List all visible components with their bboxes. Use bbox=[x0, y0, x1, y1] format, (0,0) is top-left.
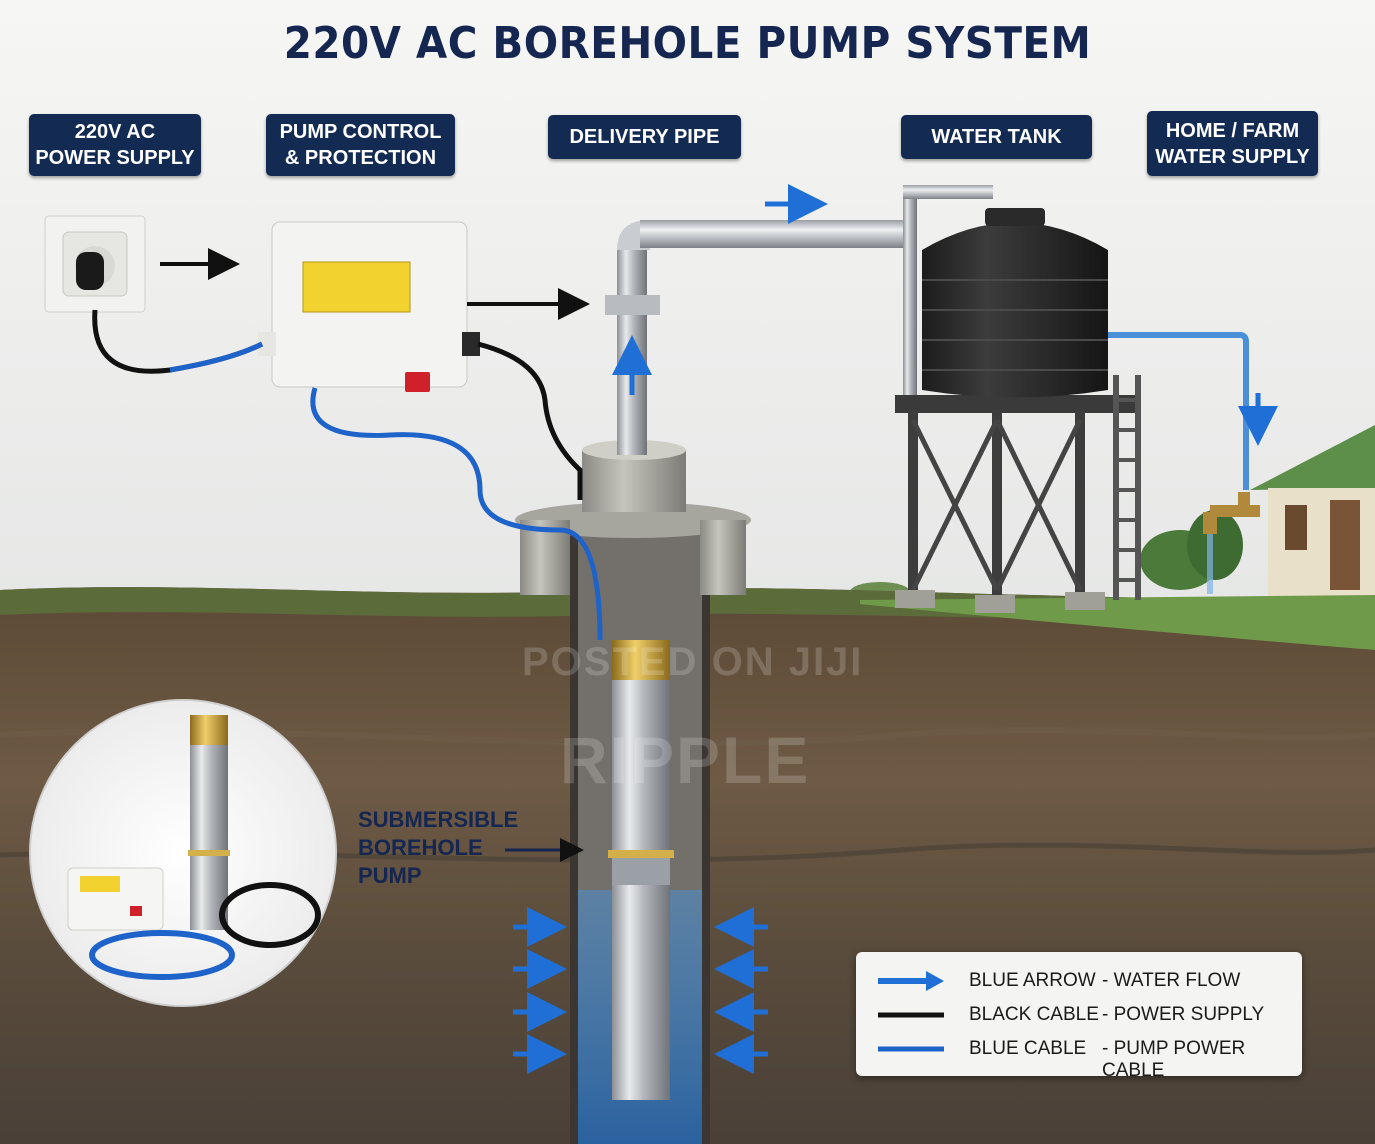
pump-callout: SUBMERSIBLE BOREHOLE PUMP bbox=[358, 806, 518, 890]
diagram-title: 220V AC BOREHOLE PUMP SYSTEM bbox=[283, 18, 1092, 69]
label-power-supply: 220V AC POWER SUPPLY bbox=[29, 114, 201, 176]
label-home-farm-line-1: HOME / FARM bbox=[1165, 119, 1300, 142]
label-water-tank-line-1: WATER TANK bbox=[931, 126, 1062, 148]
label-water-tank: WATER TANK bbox=[901, 115, 1092, 159]
pump-callout-line-1: SUBMERSIBLE bbox=[358, 807, 519, 832]
label-power-supply-line-2: POWER SUPPLY bbox=[35, 147, 195, 169]
blue-line-icon bbox=[878, 1046, 944, 1052]
label-delivery-pipe-line-1: DELIVERY PIPE bbox=[569, 126, 720, 148]
water-tank bbox=[922, 208, 1108, 398]
legend-row-pump-power-cable: BLUE CABLE - PUMP POWER CABLE bbox=[856, 1034, 1302, 1081]
pump-power-cable bbox=[310, 387, 603, 641]
label-home-farm: HOME / FARM WATER SUPPLY bbox=[1147, 111, 1318, 176]
product-inset bbox=[29, 699, 337, 1007]
wall-socket bbox=[44, 215, 146, 313]
legend-key-blue-arrow: BLUE ARROW bbox=[969, 970, 1096, 991]
black-line-icon bbox=[878, 1012, 944, 1018]
label-delivery-pipe: DELIVERY PIPE bbox=[548, 115, 741, 159]
tap bbox=[1203, 492, 1260, 594]
box-to-well-black-cable bbox=[477, 341, 583, 500]
label-home-farm-line-2: WATER SUPPLY bbox=[1155, 145, 1310, 168]
distant-trees bbox=[850, 510, 1243, 602]
submersible-pump bbox=[608, 640, 674, 1100]
blue-arrow-icon bbox=[878, 971, 944, 991]
house bbox=[1250, 425, 1375, 598]
legend-desc-water-flow: - WATER FLOW bbox=[1102, 970, 1241, 991]
inflow-arrows bbox=[513, 907, 768, 1074]
legend: BLUE ARROW - WATER FLOW BLACK CABLE - PO… bbox=[856, 952, 1302, 1081]
tank-stand bbox=[895, 375, 1141, 613]
control-box bbox=[258, 221, 480, 392]
legend-row-power-supply: BLACK CABLE - POWER SUPPLY bbox=[856, 1000, 1302, 1030]
label-pump-control: PUMP CONTROL & PROTECTION bbox=[266, 114, 455, 176]
legend-desc-power-supply: - POWER SUPPLY bbox=[1102, 1004, 1265, 1025]
legend-key-black-cable: BLACK CABLE bbox=[969, 1004, 1099, 1025]
borehole-casing bbox=[570, 530, 710, 1144]
label-power-supply-line-1: 220V AC bbox=[74, 121, 156, 143]
legend-row-water-flow: BLUE ARROW - WATER FLOW bbox=[856, 966, 1302, 996]
label-pump-control-line-2: & PROTECTION bbox=[284, 147, 437, 169]
label-pump-control-line-1: PUMP CONTROL bbox=[279, 121, 442, 143]
legend-key-blue-cable: BLUE CABLE bbox=[969, 1038, 1087, 1059]
pump-callout-line-3: PUMP bbox=[358, 863, 422, 888]
legend-desc-pump-power-cable: - PUMP POWER CABLE bbox=[1102, 1038, 1246, 1081]
pump-callout-line-2: BOREHOLE bbox=[358, 835, 483, 860]
